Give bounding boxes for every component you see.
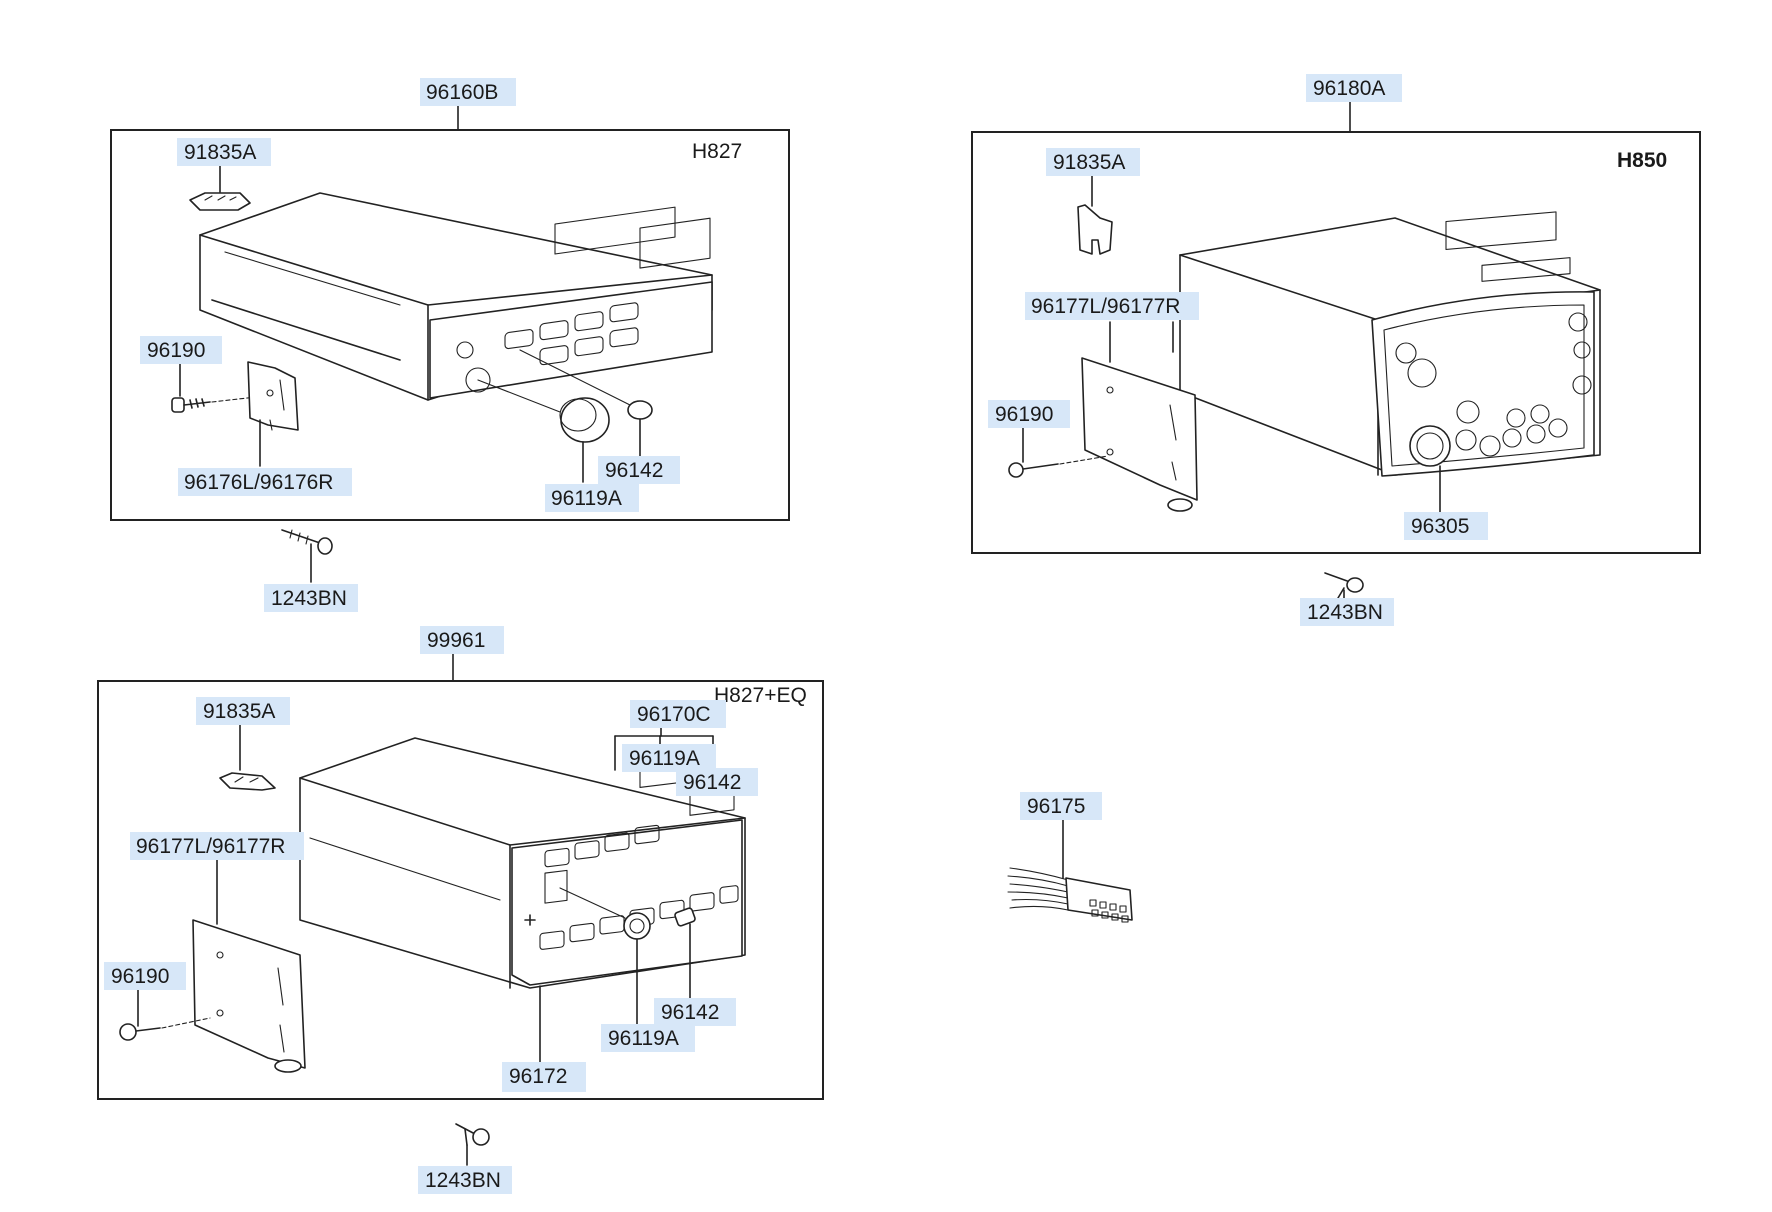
- part-label-96142[interactable]: 96142: [598, 456, 680, 484]
- panel-h850-frame: [971, 131, 1701, 554]
- part-label-96190[interactable]: 96190: [988, 400, 1070, 428]
- svg-text:96119A: 96119A: [608, 1027, 679, 1050]
- svg-text:1243BN: 1243BN: [271, 587, 347, 610]
- svg-text:96180A: 96180A: [1313, 77, 1385, 100]
- bracket-96176-icon: [247, 361, 299, 431]
- part-label-91835a[interactable]: 91835A: [1046, 148, 1140, 176]
- harness-96175: [1007, 819, 1133, 923]
- svg-text:96190: 96190: [147, 339, 205, 362]
- part-label-96190[interactable]: 96190: [140, 336, 222, 364]
- svg-text:96119A: 96119A: [629, 747, 700, 770]
- svg-text:96177L/96177R: 96177L/96177R: [1031, 295, 1180, 318]
- panel-h827-frame: [110, 129, 790, 521]
- tapping-screw-1243bn-icon: [455, 1123, 490, 1146]
- svg-text:96142: 96142: [661, 1001, 719, 1024]
- svg-text:96190: 96190: [111, 965, 169, 988]
- part-label-96190[interactable]: 96190: [104, 962, 186, 990]
- model-code-h850: H850: [1617, 149, 1667, 172]
- panel-h850: H850: [971, 101, 1701, 599]
- fuse-91835a-icon: [219, 772, 276, 791]
- fuse-91835a-icon: [189, 192, 251, 211]
- part-label-99961[interactable]: 99961: [420, 626, 504, 654]
- part-label-96119a[interactable]: 96119A: [622, 744, 716, 772]
- part-label-96305[interactable]: 96305: [1404, 512, 1488, 540]
- svg-text:96142: 96142: [605, 459, 663, 482]
- svg-text:96176L/96176R: 96176L/96176R: [184, 471, 333, 494]
- tapping-screw-1243bn-icon: [1324, 572, 1364, 599]
- radio-unit-h850: [1179, 211, 1601, 477]
- svg-text:1243BN: 1243BN: [1307, 601, 1383, 624]
- part-label-96119a[interactable]: 96119A: [545, 484, 639, 512]
- screw-96190-icon: [1008, 455, 1109, 478]
- svg-text:96172: 96172: [509, 1065, 567, 1088]
- bracket-96177-icon: [192, 919, 306, 1073]
- panel-h827eq: H827+EQ: [97, 653, 824, 1166]
- part-label-96180a[interactable]: 96180A: [1306, 74, 1402, 102]
- part-label-1243bn[interactable]: 1243BN: [264, 584, 358, 612]
- svg-text:96177L/96177R: 96177L/96177R: [136, 835, 285, 858]
- model-code-h827: H827: [692, 140, 742, 163]
- part-label-96142[interactable]: 96142: [654, 998, 736, 1026]
- part-label-1243bn[interactable]: 1243BN: [418, 1166, 512, 1194]
- part-label-1243bn[interactable]: 1243BN: [1300, 598, 1394, 626]
- part-label-96160b[interactable]: 96160B: [420, 78, 516, 106]
- svg-text:99961: 99961: [427, 629, 485, 652]
- part-label-96142[interactable]: 96142: [676, 768, 758, 796]
- svg-text:96190: 96190: [995, 403, 1053, 426]
- part-label-96172[interactable]: 96172: [502, 1062, 586, 1092]
- svg-text:91835A: 91835A: [1053, 151, 1125, 174]
- panel-h827: H827: [110, 105, 790, 583]
- button-96142-icon: [674, 907, 696, 927]
- part-label-91835a[interactable]: 91835A: [177, 138, 271, 166]
- wire-harness-icon: [1007, 867, 1133, 923]
- part-label-96176l-96176r[interactable]: 96176L/96176R: [178, 468, 352, 496]
- fuse-91835a-icon: [1077, 204, 1113, 255]
- svg-text:91835A: 91835A: [184, 141, 256, 164]
- svg-text:96119A: 96119A: [551, 487, 622, 510]
- part-label-96170c[interactable]: 96170C: [630, 700, 726, 728]
- svg-text:96170C: 96170C: [637, 703, 711, 726]
- part-label-96119a[interactable]: 96119A: [601, 1024, 695, 1052]
- panel-h827eq-frame: [97, 680, 824, 1100]
- tapping-screw-1243bn-icon: [281, 529, 333, 555]
- part-label-96175[interactable]: 96175: [1020, 792, 1102, 820]
- radio-unit-h827: [199, 192, 713, 401]
- screw-96190-icon: [119, 1017, 211, 1041]
- bracket-96177-icon: [1081, 357, 1198, 512]
- part-label-96177l-96177r[interactable]: 96177L/96177R: [1025, 292, 1199, 320]
- part-label-91835a[interactable]: 91835A: [196, 697, 290, 725]
- knob-96119a-icon: [477, 379, 610, 443]
- svg-text:96175: 96175: [1027, 795, 1085, 818]
- svg-text:1243BN: 1243BN: [425, 1169, 501, 1192]
- svg-text:96160B: 96160B: [426, 81, 498, 104]
- svg-text:91835A: 91835A: [203, 700, 275, 723]
- svg-text:96142: 96142: [683, 771, 741, 794]
- svg-text:96305: 96305: [1411, 515, 1469, 538]
- model-code-h827eq: H827+EQ: [714, 684, 807, 707]
- part-label-96177l-96177r[interactable]: 96177L/96177R: [130, 832, 304, 860]
